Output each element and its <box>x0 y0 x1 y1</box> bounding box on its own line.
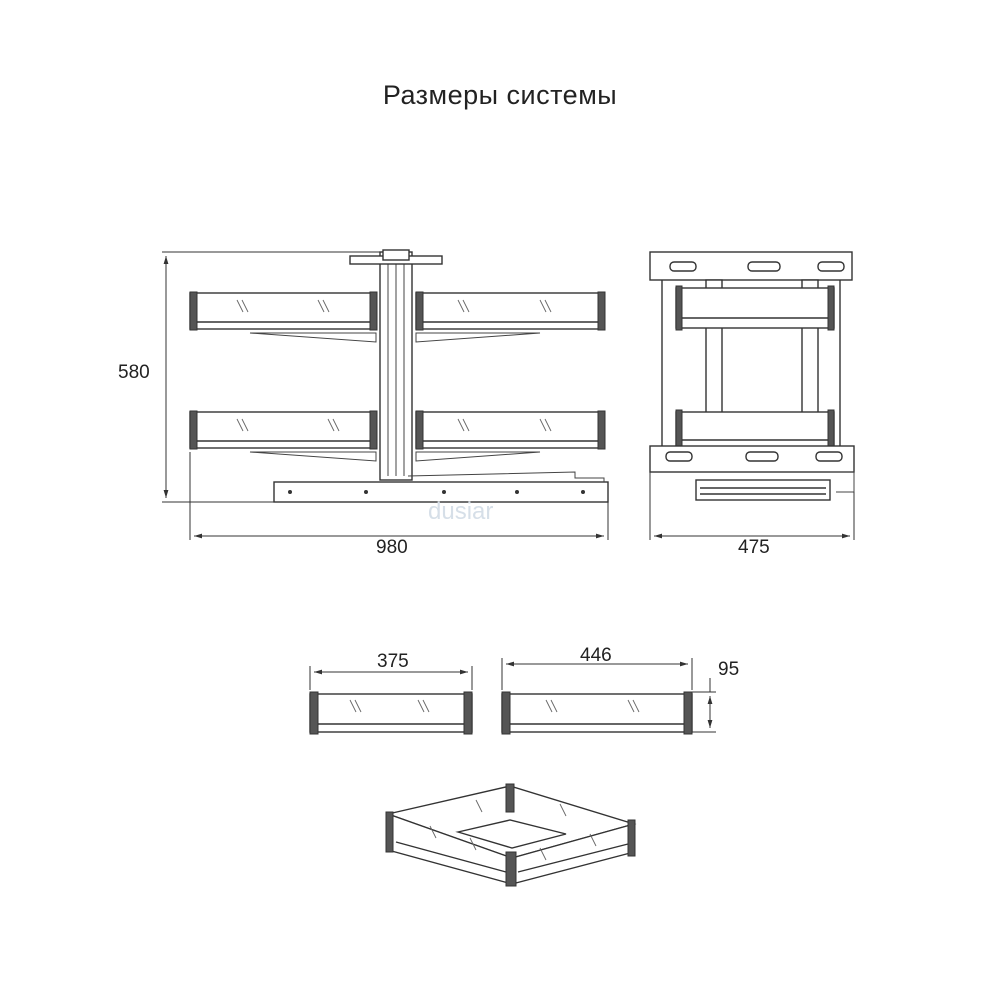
dim-small-tray-width: 375 <box>377 651 409 672</box>
lower-right-basket <box>415 410 606 462</box>
dim-width-front: 980 <box>376 537 408 558</box>
watermark: dusiar <box>428 498 493 525</box>
side-view: 475 <box>649 251 855 558</box>
upper-right-basket <box>415 291 606 343</box>
base-rail <box>273 481 609 503</box>
isometric-tray <box>385 783 637 887</box>
dim-height-front: 580 <box>118 362 150 383</box>
page-title: Размеры системы <box>382 80 618 110</box>
lower-left-basket <box>189 410 378 462</box>
large-tray: 446 95 <box>501 645 739 735</box>
front-view: dusiar 580 980 <box>118 249 609 558</box>
dim-large-tray-width: 446 <box>580 645 612 666</box>
dim-depth-side: 475 <box>738 537 770 558</box>
dim-tray-height: 95 <box>718 659 739 680</box>
small-tray: 375 <box>309 651 473 735</box>
upper-left-basket <box>189 291 378 343</box>
